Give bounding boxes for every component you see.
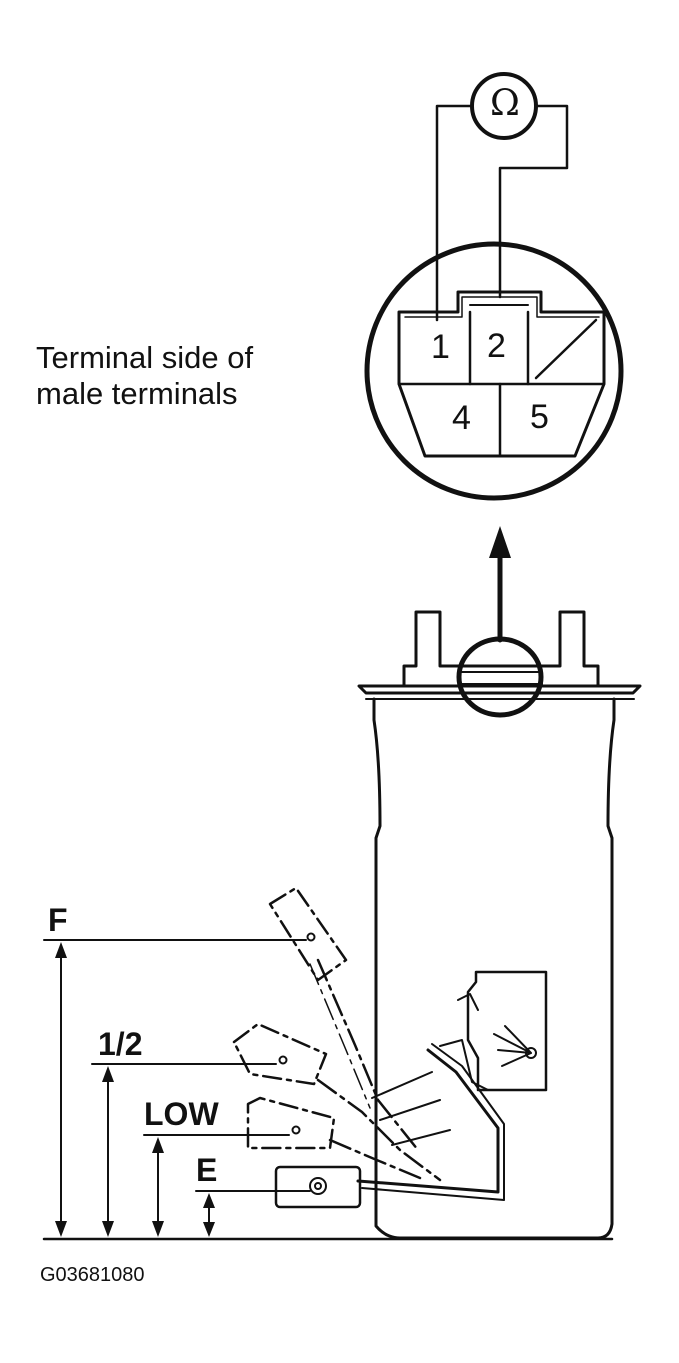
float-low-pivot: [291, 1125, 301, 1135]
float-arm-half: [316, 1078, 442, 1182]
float-low: [246, 1096, 336, 1150]
test-lead-right: [498, 104, 569, 299]
float-full-pivot: [306, 932, 316, 942]
dim-arrow-half-bottom: [102, 1221, 114, 1237]
sender-body: [466, 970, 548, 1092]
unit-flange: [357, 684, 642, 695]
float-rod-main: [356, 1048, 500, 1194]
terminal-label-2: 2: [487, 327, 506, 365]
connector-outline: [397, 290, 606, 458]
dim-arrow-low-top: [152, 1137, 164, 1153]
test-lead-left: [435, 104, 474, 322]
float-arm-links: [371, 1071, 451, 1146]
level-label-f: F: [48, 902, 68, 938]
figure-code: G03681080: [40, 1264, 145, 1286]
level-label-low: LOW: [144, 1096, 219, 1132]
float-rod-inner: [361, 1043, 505, 1201]
magnify-arrow-head: [489, 526, 511, 558]
terminal-label-4: 4: [452, 399, 471, 437]
float-empty: [274, 1165, 362, 1209]
level-label-half: 1/2: [98, 1026, 143, 1062]
callout-line-2: male terminals: [36, 376, 238, 411]
sender-wires: [493, 1025, 532, 1067]
terminal-side-callout: Terminal side of male terminals: [36, 340, 253, 412]
magnify-arrow: [489, 526, 511, 643]
connector-on-unit: [459, 671, 543, 685]
dim-arrow-half-top: [102, 1066, 114, 1082]
float-arm-full-2: [309, 963, 371, 1109]
callout-line-1: Terminal side of: [36, 340, 254, 375]
unused-terminal-slash: [534, 318, 598, 380]
float-arm-full: [316, 958, 420, 1152]
magnifier-circle: [364, 241, 624, 501]
connector-magnifier: [364, 241, 624, 501]
terminal-label-5: 5: [530, 398, 549, 436]
level-dimensions: [42, 939, 614, 1241]
float-rod-bracket: [439, 993, 489, 1091]
float-empty-pivot: [314, 1182, 322, 1190]
dim-arrow-e-bottom: [203, 1222, 215, 1237]
terminal-label-1: 1: [431, 328, 450, 366]
float-full: [268, 886, 348, 982]
ohm-symbol: Ω: [490, 83, 520, 124]
dim-arrow-f-bottom: [55, 1221, 67, 1237]
connector-on-unit-circle: [456, 636, 544, 718]
dim-arrow-e-top: [203, 1193, 215, 1208]
connector-inner-frame: [404, 296, 600, 318]
float-mechanism: [232, 886, 548, 1209]
float-half-pivot: [278, 1055, 288, 1065]
dim-arrow-low-bottom: [152, 1221, 164, 1237]
dim-arrow-f-top: [55, 942, 67, 958]
float-empty-pivot-outer: [309, 1177, 327, 1195]
unit-top-posts: [402, 610, 600, 688]
float-half: [232, 1022, 328, 1086]
ohmmeter: [435, 72, 569, 322]
level-label-e: E: [196, 1152, 218, 1188]
float-arm-low: [328, 1138, 422, 1180]
